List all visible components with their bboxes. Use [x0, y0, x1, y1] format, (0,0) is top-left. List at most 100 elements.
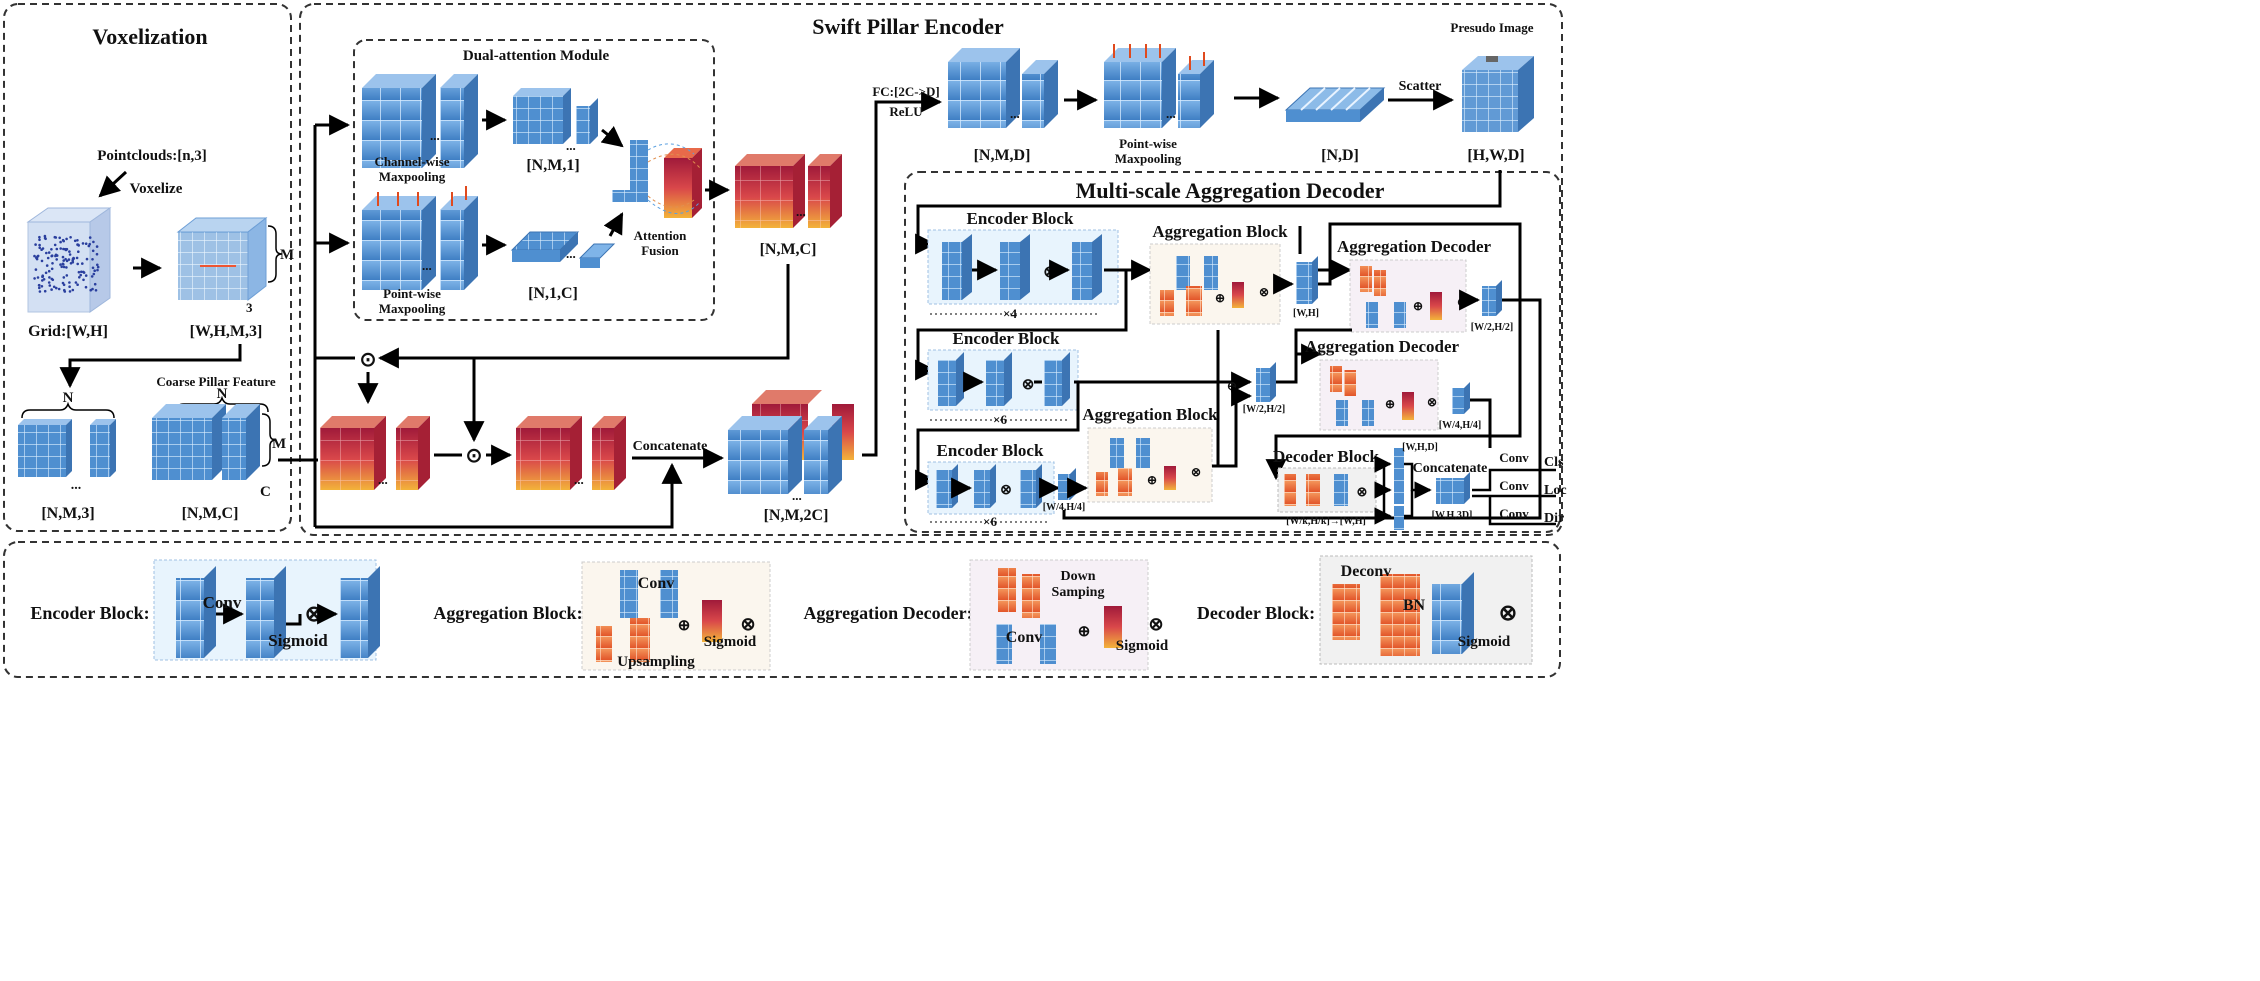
point-dot: [58, 236, 61, 240]
point-dot: [59, 240, 62, 244]
concatenate-label: Concatenate: [633, 439, 708, 454]
point-wise-cube: [362, 186, 478, 290]
n-label-right: N: [217, 386, 228, 402]
point-dot: [74, 281, 78, 284]
m-brace: [267, 225, 283, 283]
point-dot: [62, 265, 66, 269]
point-dot: [45, 251, 48, 255]
point-dot: [95, 252, 99, 256]
legend-eb-sigmoid: Sigmoid: [268, 631, 328, 650]
legend-encoder-block: Encoder Block:: [30, 603, 149, 623]
three-label: 3: [246, 300, 253, 315]
multi-scale-decoder-title: Multi-scale Aggregation Decoder: [1076, 178, 1385, 203]
legend-ab-sigmoid: Sigmoid: [704, 634, 757, 650]
nm3-label: [N,M,3]: [41, 505, 94, 522]
point-dot: [78, 276, 81, 279]
heat-tensor-2: [516, 416, 626, 490]
n1c-to-fusion-arrow: [603, 212, 624, 237]
point-dot: [38, 286, 41, 290]
point-dot: [82, 270, 85, 274]
grid-voxel-cube: [26, 207, 112, 313]
nmc-back-arrow: [377, 264, 790, 369]
point-dot: [82, 278, 85, 282]
wkhk-label: [W/k,H/k]→[W,H]: [1286, 516, 1366, 527]
agg-decoder-2-label: Aggregation Decoder: [1305, 337, 1460, 356]
point-dot: [62, 259, 65, 262]
point-dot: [81, 242, 85, 245]
point-dot: [80, 270, 83, 274]
point-dot: [96, 263, 99, 267]
point-dot: [76, 283, 79, 287]
w2h2-up: [1276, 328, 1352, 384]
point-dot: [96, 265, 100, 269]
point-dot: [36, 276, 40, 279]
n-label-left: N: [63, 390, 74, 406]
nd-label: [N,D]: [1321, 147, 1359, 164]
agg-block-1-label: Aggregation Block: [1152, 222, 1288, 241]
point-dot: [37, 284, 41, 287]
legend-ab-otimes: ⊗: [740, 614, 755, 634]
legend-ad-conv: Conv: [1006, 629, 1042, 646]
w2h2-tensor: [1256, 362, 1276, 402]
point-dot: [76, 239, 79, 242]
decoder-block: [1277, 467, 1377, 513]
eb1-x4: ×4: [1003, 306, 1017, 321]
point-dot: [92, 240, 95, 244]
legend-ad-samping: Samping: [1052, 585, 1105, 600]
aggdec2-oplus: ⊕: [1385, 397, 1395, 411]
point-dot: [43, 234, 47, 238]
legend-encoder-block-figure: [153, 559, 380, 661]
pointclouds-label: Pointclouds:[n,3]: [97, 148, 207, 164]
encoder-block-1-label: Encoder Block: [967, 209, 1074, 228]
point-dot: [75, 256, 79, 260]
point-dot: [54, 253, 58, 257]
pseudo-to-decoder-arrow: [915, 170, 1502, 255]
pseudo-image: [1462, 56, 1534, 132]
nmd-tensor: [948, 48, 1058, 128]
swift-pillar-encoder-title: Swift Pillar Encoder: [812, 14, 1004, 39]
legend-aggregation-decoder: Aggregation Decoder:: [803, 603, 972, 623]
legend-ad-sigmoid: Sigmoid: [1116, 638, 1169, 654]
aggdec1-oplus: ⊕: [1413, 299, 1423, 313]
point-dot: [43, 236, 47, 240]
aggregation-decoder-1: [1349, 259, 1467, 333]
legend-ab-conv: Conv: [638, 575, 674, 592]
db-out-3: [1374, 490, 1392, 525]
decoder-block-label: Decoder Block: [1273, 447, 1379, 466]
point-dot: [40, 285, 44, 288]
legend-db-bn: BN: [1403, 597, 1426, 614]
w4h4-label-right: [W/4,H/4]: [1439, 420, 1482, 431]
m-label: M: [280, 247, 294, 263]
point-dot: [71, 288, 75, 292]
conv-dir: Conv: [1499, 506, 1529, 521]
point-dot: [35, 256, 38, 260]
point-dot: [38, 235, 41, 239]
nm1-to-fusion-arrow: [600, 125, 624, 148]
legend-panel: [3, 541, 1561, 678]
point-dot: [63, 290, 67, 293]
point-dot: [38, 238, 41, 242]
agg-decoder-1-label: Aggregation Decoder: [1337, 237, 1492, 256]
point-wise-top-cube: [1104, 44, 1214, 128]
legend-ad-down: Down: [1060, 569, 1095, 584]
voxel-pillar-cube: [176, 216, 268, 302]
point-dot: [50, 248, 53, 251]
point-dot: [38, 243, 41, 247]
point-dot: [76, 262, 79, 266]
m-brace-2: [261, 413, 277, 467]
legend-aggregation-decoder-figure: [969, 559, 1149, 671]
point-dot: [91, 258, 94, 261]
point-dot: [33, 277, 36, 280]
eb2-to-eb3: [915, 382, 1080, 491]
relu-label: ReLU: [889, 104, 923, 119]
point-dot: [87, 244, 91, 248]
pw-top-label-2: Maxpooling: [1115, 151, 1182, 166]
agg-oplus-mid: ⊕: [1227, 379, 1237, 393]
point-dot: [41, 279, 44, 282]
wh-label: [W,H]: [1293, 308, 1319, 319]
point-dot: [68, 285, 71, 289]
point-dot: [61, 262, 65, 266]
point-dot: [93, 269, 96, 273]
point-dot: [65, 274, 69, 277]
encoder-block-3: [927, 461, 1055, 515]
